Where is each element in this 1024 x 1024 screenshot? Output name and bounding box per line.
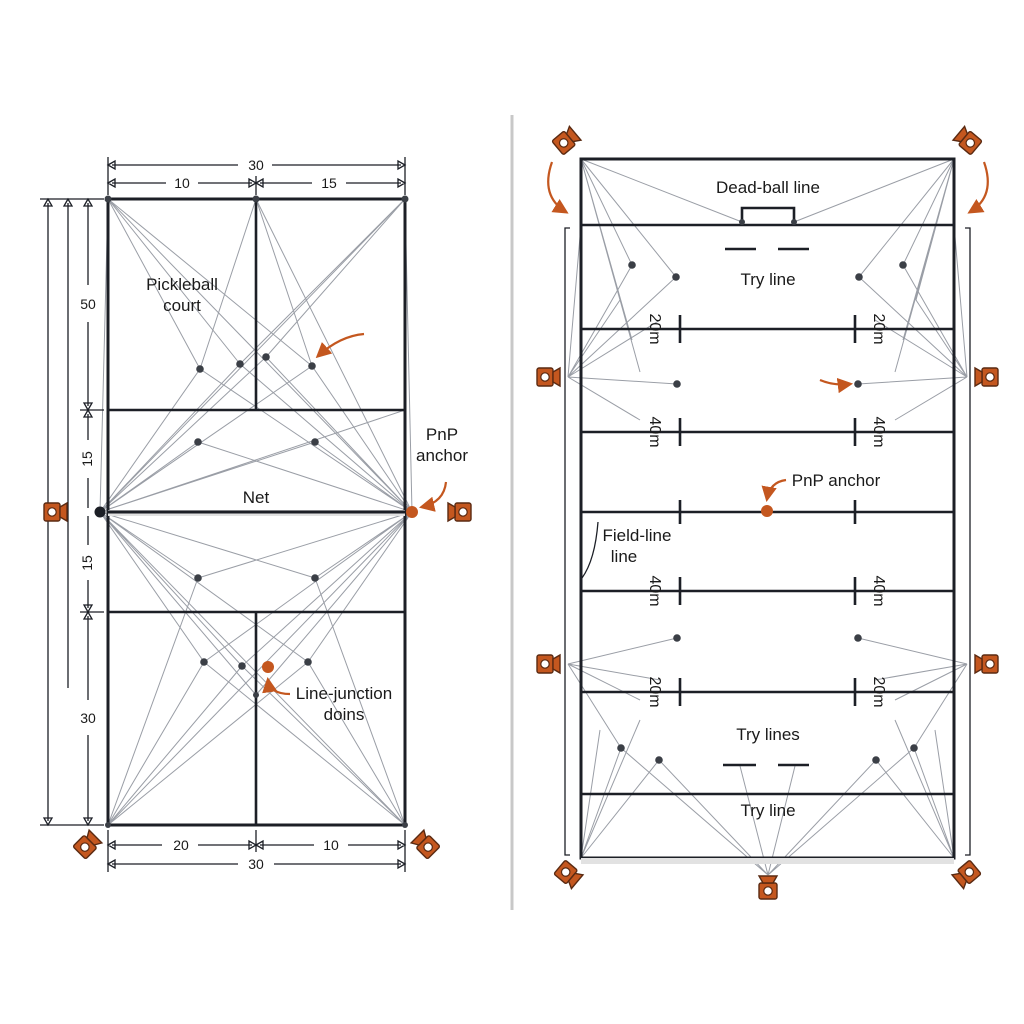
side-dimension-4: 30 bbox=[80, 710, 96, 726]
curved-arrow-icon bbox=[819, 377, 854, 394]
line-junction-points-left bbox=[94, 195, 409, 828]
field-line-label-line1: Field-line bbox=[603, 526, 672, 545]
top-total-dimension: 30 bbox=[248, 157, 264, 173]
court-label-line2: court bbox=[163, 296, 201, 315]
field-shadow bbox=[581, 858, 954, 864]
curved-arrow-icon bbox=[262, 676, 291, 696]
yard-mark-20m-bottom-left: 20m bbox=[646, 676, 663, 707]
bottom-right-dimension: 10 bbox=[323, 837, 339, 853]
pnp-anchor-point-left bbox=[406, 506, 418, 518]
camera-icon bbox=[551, 125, 582, 156]
try-line-bottom-label: Try line bbox=[740, 801, 795, 820]
camera-rays-right bbox=[567, 158, 968, 876]
right-side-bracket bbox=[965, 227, 971, 856]
field-line-label-line2: line bbox=[611, 547, 637, 566]
pnp-anchor-label-line2: anchor bbox=[416, 446, 468, 465]
curved-arrow-icon bbox=[418, 481, 448, 512]
pnp-anchor-label-right: PnP anchor bbox=[792, 471, 881, 490]
side-dimensions bbox=[40, 197, 104, 827]
bottom-total-dimension: 30 bbox=[248, 856, 264, 872]
hash-ticks bbox=[678, 315, 857, 706]
goal-box bbox=[740, 206, 796, 225]
pnp-anchor-label-line1: PnP bbox=[426, 425, 458, 444]
yard-mark-20m-top-right: 20m bbox=[870, 313, 887, 344]
camera-rays-left bbox=[99, 198, 413, 826]
camera-icon bbox=[951, 859, 982, 890]
left-side-bracket bbox=[564, 227, 570, 856]
curved-arrow-icon bbox=[315, 332, 365, 359]
bottom-dimensions bbox=[106, 830, 407, 872]
junction-label-line2: doins bbox=[324, 705, 365, 724]
yard-mark-20m-top-left: 20m bbox=[646, 313, 663, 344]
camera-icon bbox=[974, 367, 999, 387]
line-junction-highlight bbox=[262, 661, 274, 673]
pickleball-panel: 30 10 15 20 10 30 bbox=[40, 157, 472, 872]
camera-icon bbox=[410, 829, 441, 860]
yard-mark-40m-bottom-left: 40m bbox=[646, 575, 663, 606]
yard-mark-20m-bottom-right: 20m bbox=[870, 676, 887, 707]
yard-mark-40m-top-right: 40m bbox=[870, 416, 887, 447]
top-dimensions bbox=[106, 157, 407, 195]
court-label-line1: Pickleball bbox=[146, 275, 218, 294]
side-dimension-3: 15 bbox=[79, 555, 95, 571]
yard-mark-40m-top-left: 40m bbox=[646, 416, 663, 447]
line-junction-points-right bbox=[617, 219, 918, 764]
rugby-panel: Dead-ball line Try line Try lines Try li… bbox=[536, 125, 999, 900]
camera-icon bbox=[447, 502, 472, 522]
bottom-left-dimension: 20 bbox=[173, 837, 189, 853]
curved-arrow-icon bbox=[547, 161, 569, 214]
camera-icon bbox=[536, 367, 561, 387]
pnp-anchor-point-right bbox=[761, 505, 773, 517]
camera-icon bbox=[952, 125, 983, 156]
try-lines-label: Try lines bbox=[736, 725, 800, 744]
junction-label-line1: Line-junction bbox=[296, 684, 392, 703]
camera-icon bbox=[43, 502, 68, 522]
yard-mark-40m-bottom-right: 40m bbox=[870, 575, 887, 606]
field-line-pointer bbox=[581, 521, 599, 579]
top-right-dimension: 15 bbox=[321, 175, 337, 191]
side-dimension-2: 15 bbox=[79, 451, 95, 467]
net-label: Net bbox=[243, 488, 270, 507]
curved-arrow-icon bbox=[967, 161, 989, 214]
camera-icon bbox=[974, 654, 999, 674]
camera-icon bbox=[72, 829, 103, 860]
net-post-left bbox=[94, 506, 106, 518]
try-line-top-label: Try line bbox=[740, 270, 795, 289]
camera-icon bbox=[758, 875, 778, 900]
side-dimension-1: 50 bbox=[80, 296, 96, 312]
camera-icon bbox=[536, 654, 561, 674]
camera-icon bbox=[553, 859, 584, 890]
dead-ball-label: Dead-ball line bbox=[716, 178, 820, 197]
curved-arrow-icon bbox=[761, 478, 787, 503]
top-left-dimension: 10 bbox=[174, 175, 190, 191]
